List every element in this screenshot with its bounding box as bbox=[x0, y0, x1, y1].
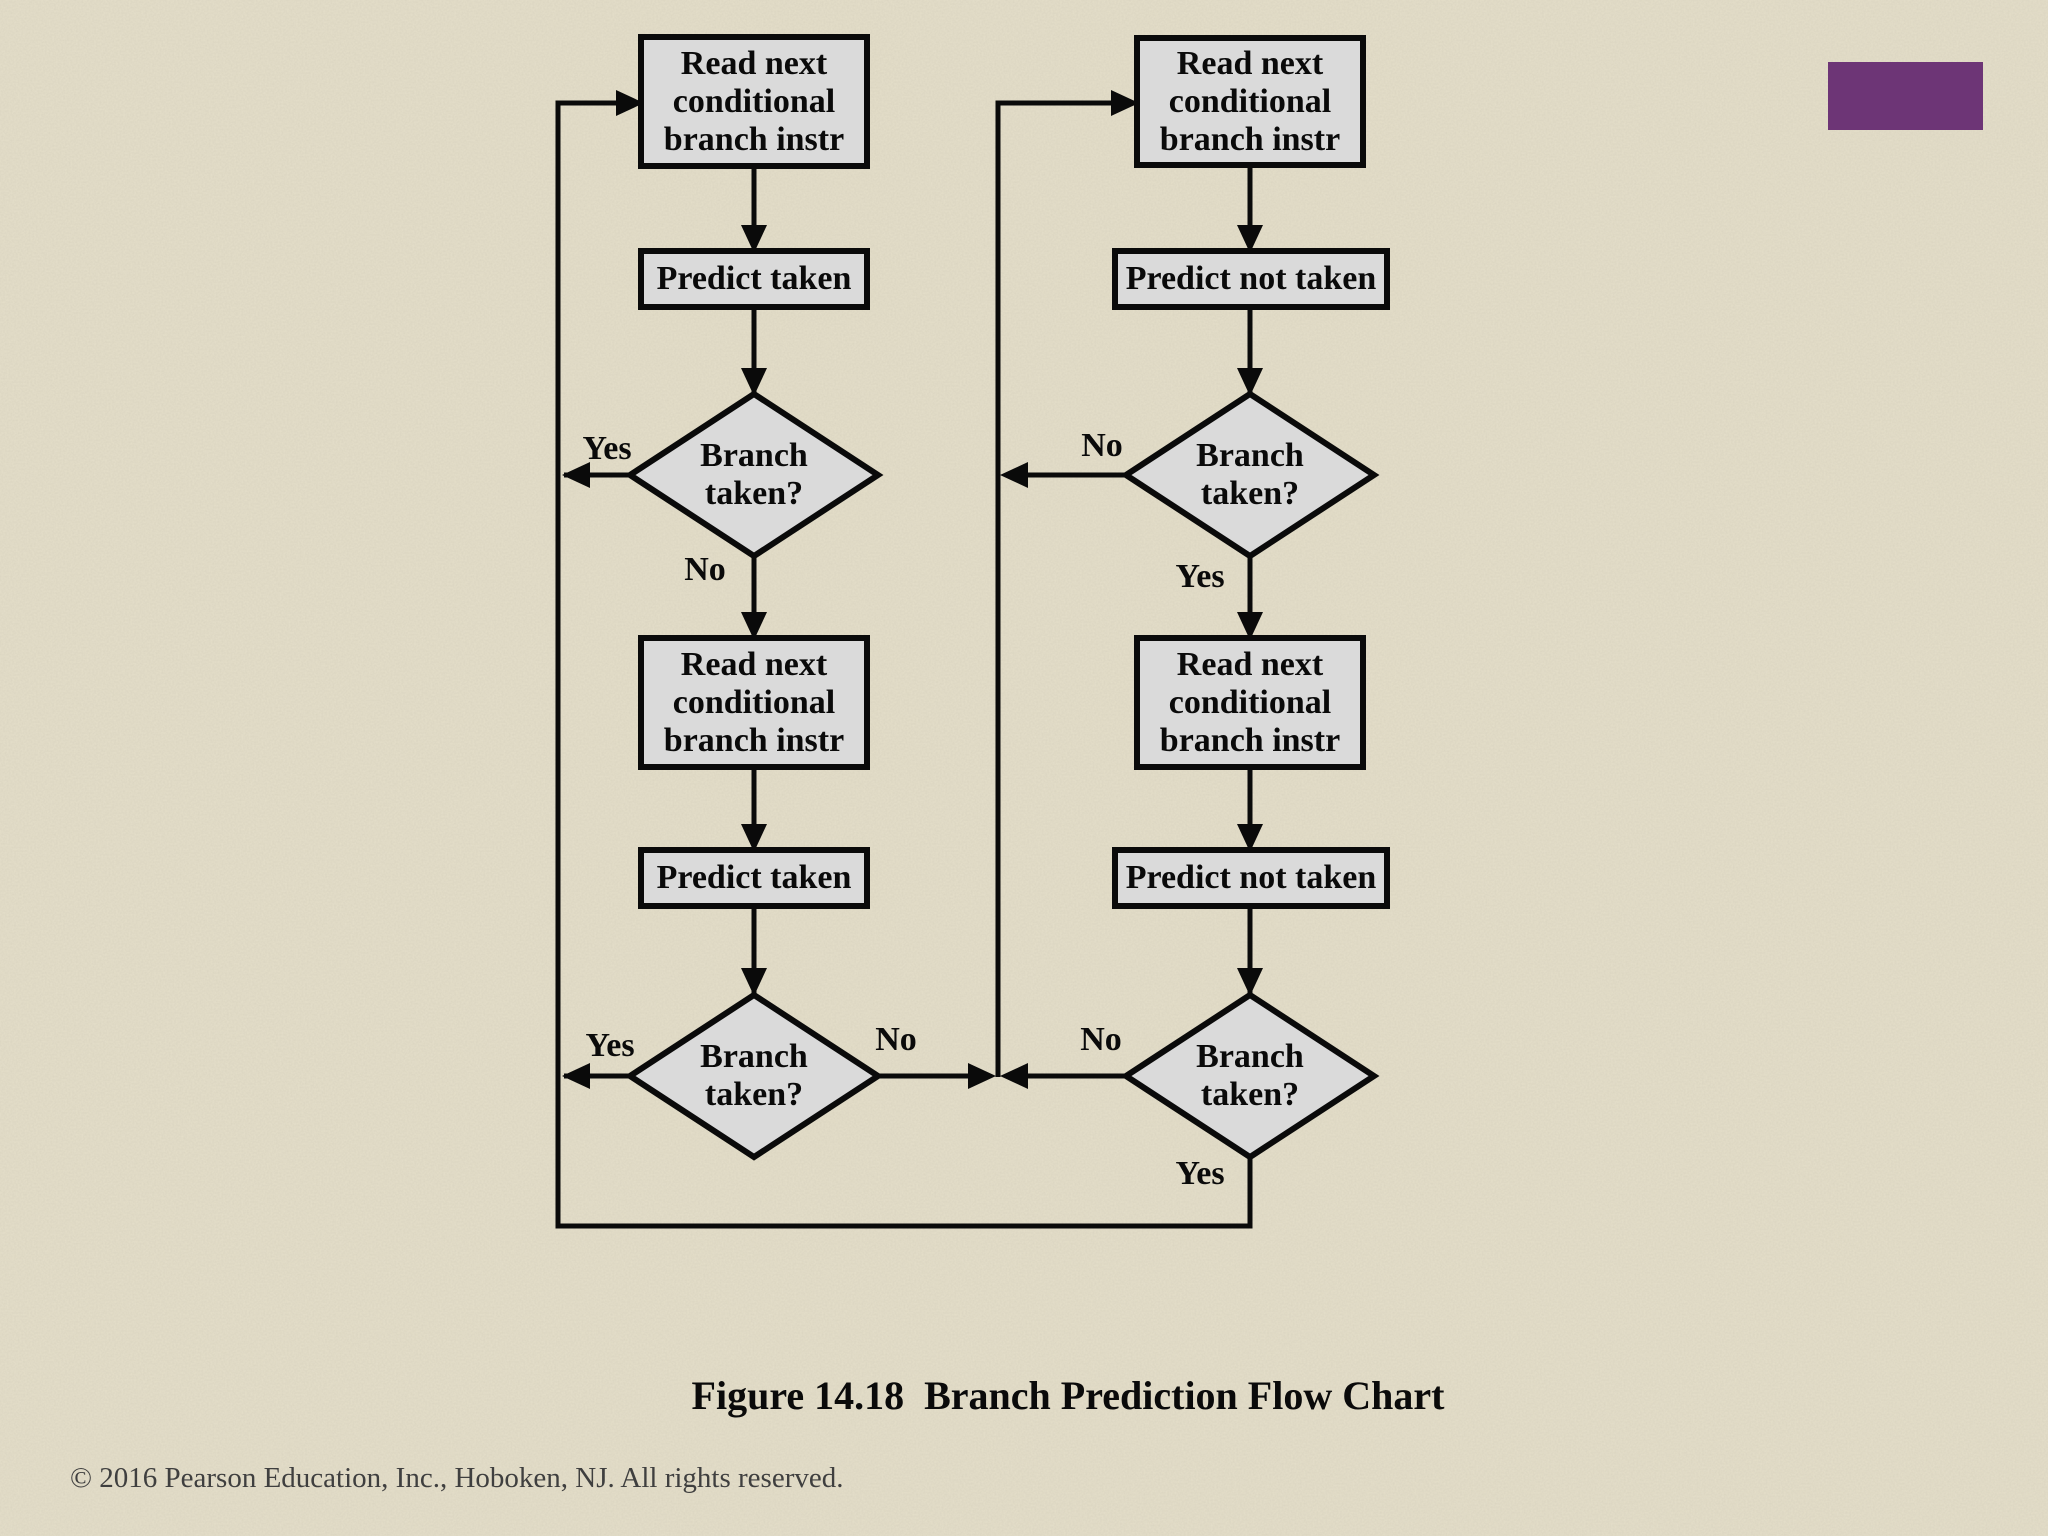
predict-taken-box-label-top: Predict taken bbox=[656, 260, 852, 297]
box-line: conditional bbox=[1168, 683, 1332, 721]
yes-label-left-top: Yes bbox=[582, 430, 632, 467]
diamond-line: taken? bbox=[704, 475, 804, 512]
process-box-predict-taken-top bbox=[638, 248, 870, 310]
decision-diamond-left-bottom bbox=[624, 991, 884, 1161]
read-next-box-label-right-top: Read next conditional branch instr bbox=[1137, 38, 1363, 165]
read-next-box-label-right-bottom: Read next conditional branch instr bbox=[1137, 638, 1363, 767]
process-box-predict-taken-bottom bbox=[638, 847, 870, 909]
box-line: branch instr bbox=[663, 120, 845, 158]
process-box-predict-not-taken-bottom bbox=[1112, 847, 1390, 909]
diamond-line: Branch bbox=[1196, 437, 1304, 474]
box-line: Read next bbox=[1176, 44, 1324, 82]
diamond-line: Branch bbox=[700, 437, 808, 474]
arrowhead-right bbox=[968, 1063, 996, 1089]
diamond-line: taken? bbox=[704, 1076, 804, 1113]
arrowhead-down bbox=[1237, 824, 1263, 852]
arrowheads bbox=[562, 90, 1263, 1089]
copyright-notice: © 2016 Pearson Education, Inc., Hoboken,… bbox=[70, 1462, 844, 1494]
loop-line-left bbox=[555, 100, 1253, 1229]
box-line: conditional bbox=[1168, 82, 1332, 120]
arrowhead-left bbox=[1000, 1063, 1028, 1089]
yes-label-right-top: Yes bbox=[1175, 558, 1225, 595]
read-next-box-label-left-bottom: Read next conditional branch instr bbox=[641, 638, 867, 767]
yes-label-left-bottom: Yes bbox=[585, 1027, 635, 1064]
diamond-line: taken? bbox=[1200, 475, 1300, 512]
arrowhead-into-right-top-box bbox=[1111, 90, 1139, 116]
no-label-left-top: No bbox=[684, 551, 726, 588]
accent-rectangle bbox=[1828, 62, 1983, 130]
box-line: conditional bbox=[672, 683, 836, 721]
process-box-read-next-left-top bbox=[638, 34, 870, 169]
arrowhead-left bbox=[562, 462, 590, 488]
arrowhead-down bbox=[1237, 225, 1263, 253]
yes-label-right-bottom: Yes bbox=[1175, 1155, 1225, 1192]
decision-diamond-right-bottom bbox=[1120, 991, 1380, 1161]
decision-diamond-right-top bbox=[1120, 390, 1380, 560]
arrowhead-down bbox=[741, 968, 767, 996]
decision-diamond-left-top bbox=[624, 390, 884, 560]
predict-not-taken-box-label-bottom: Predict not taken bbox=[1125, 859, 1377, 896]
arrowhead-down bbox=[741, 612, 767, 640]
box-line: Read next bbox=[1176, 645, 1324, 683]
arrowhead-down bbox=[741, 225, 767, 253]
box-line: branch instr bbox=[663, 721, 845, 759]
no-label-left-bottom: No bbox=[875, 1021, 917, 1058]
process-box-read-next-left-bottom bbox=[638, 635, 870, 770]
process-box-read-next-right-top bbox=[1134, 35, 1366, 168]
process-box-predict-not-taken-top bbox=[1112, 248, 1390, 310]
diamond-line: taken? bbox=[1200, 1076, 1300, 1113]
box-line: Read next bbox=[680, 44, 828, 82]
arrowhead-down bbox=[1237, 968, 1263, 996]
arrowhead-left bbox=[562, 1063, 590, 1089]
box-line: Read next bbox=[680, 645, 828, 683]
arrowhead-down bbox=[1237, 368, 1263, 396]
branch-taken-diamond-label-left-bottom: Branch taken? bbox=[630, 995, 878, 1157]
read-next-box-label-left-top: Read next conditional branch instr bbox=[641, 37, 867, 166]
no-label-right-bottom: No bbox=[1080, 1021, 1122, 1058]
diamond-line: Branch bbox=[1196, 1038, 1304, 1075]
arrowhead-left bbox=[1000, 462, 1028, 488]
no-label-right-top: No bbox=[1081, 427, 1123, 464]
arrowhead-down bbox=[741, 824, 767, 852]
process-box-read-next-right-bottom bbox=[1134, 635, 1366, 770]
box-line: branch instr bbox=[1159, 721, 1341, 759]
arrowhead-into-left-top-box bbox=[616, 90, 644, 116]
box-line: branch instr bbox=[1159, 120, 1341, 158]
predict-taken-box-label-bottom: Predict taken bbox=[656, 859, 852, 896]
figure-caption: Figure 14.18 Branch Prediction Flow Char… bbox=[691, 1373, 1445, 1418]
branch-taken-diamond-label-left-top: Branch taken? bbox=[630, 394, 878, 556]
branch-taken-diamond-label-right-bottom: Branch taken? bbox=[1126, 995, 1374, 1157]
loop-line-middle bbox=[995, 100, 1135, 1077]
nodes bbox=[624, 34, 1390, 1161]
box-line: conditional bbox=[672, 82, 836, 120]
arrowhead-down bbox=[1237, 612, 1263, 640]
branch-taken-diamond-label-right-top: Branch taken? bbox=[1126, 394, 1374, 556]
diamond-line: Branch bbox=[700, 1038, 808, 1075]
predict-not-taken-box-label-top: Predict not taken bbox=[1125, 260, 1377, 297]
arrowhead-down bbox=[741, 368, 767, 396]
